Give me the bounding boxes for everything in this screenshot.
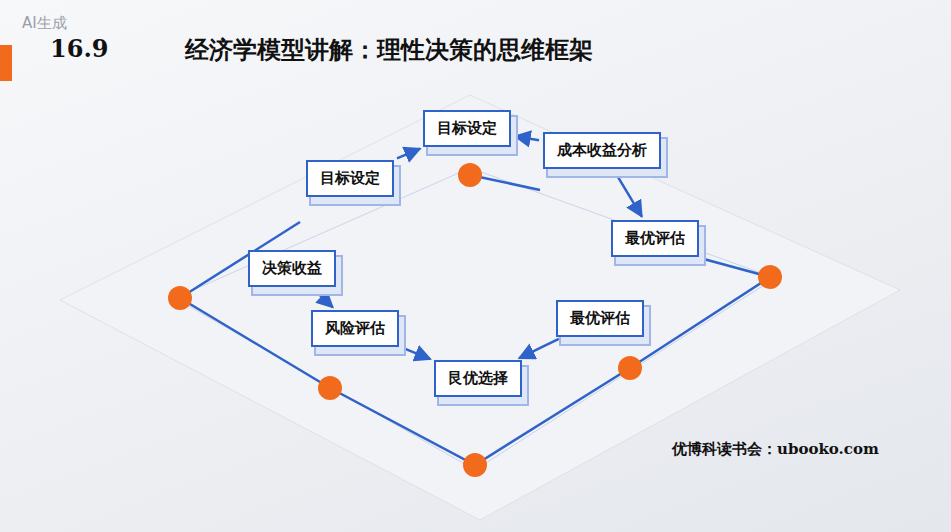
box-label: 成本收益分析 [557,141,647,160]
loop-lines [180,175,770,465]
flow-arrow [403,348,431,359]
process-box: 艮优选择 [434,360,522,397]
flow-arrow [397,149,420,159]
platform [60,95,900,520]
process-box: 最优评估 [611,220,699,257]
box-label: 目标设定 [320,169,380,188]
title: 经济学模型讲解：理性决策的思维框架 [185,34,593,66]
orange-dot [458,163,482,187]
orange-dot [463,453,487,477]
process-box: 目标设定 [423,110,511,147]
process-box: 风险评估 [311,310,399,347]
node-dots [168,163,782,477]
box-label: 风险评估 [325,319,385,338]
process-box: 成本收益分析 [543,132,661,169]
process-box: 最优评估 [556,300,644,337]
orange-dot [618,356,642,380]
flow-arrow [314,290,332,307]
flow-arrow [515,136,539,140]
accent-bar [0,45,12,81]
process-box: 目标设定 [306,160,394,197]
box-label: 目标设定 [437,119,497,138]
box-label: 决策收益 [262,259,322,278]
box-label: 最优评估 [625,229,685,248]
box-label: 艮优选择 [448,369,508,388]
flow-arrow [519,339,559,358]
flow-arrow [615,172,642,216]
process-box: 决策收益 [248,250,336,287]
orange-dot [318,376,342,400]
orange-dot [758,265,782,289]
section-number: 16.9 [50,34,108,63]
watermark: AI生成 [22,14,67,33]
loop-line [180,277,770,465]
inner-frame [175,168,775,470]
orange-dot [168,286,192,310]
footer-credit: 优博科读书会：ubooko.com [672,440,879,459]
box-label: 最优评估 [570,309,630,328]
